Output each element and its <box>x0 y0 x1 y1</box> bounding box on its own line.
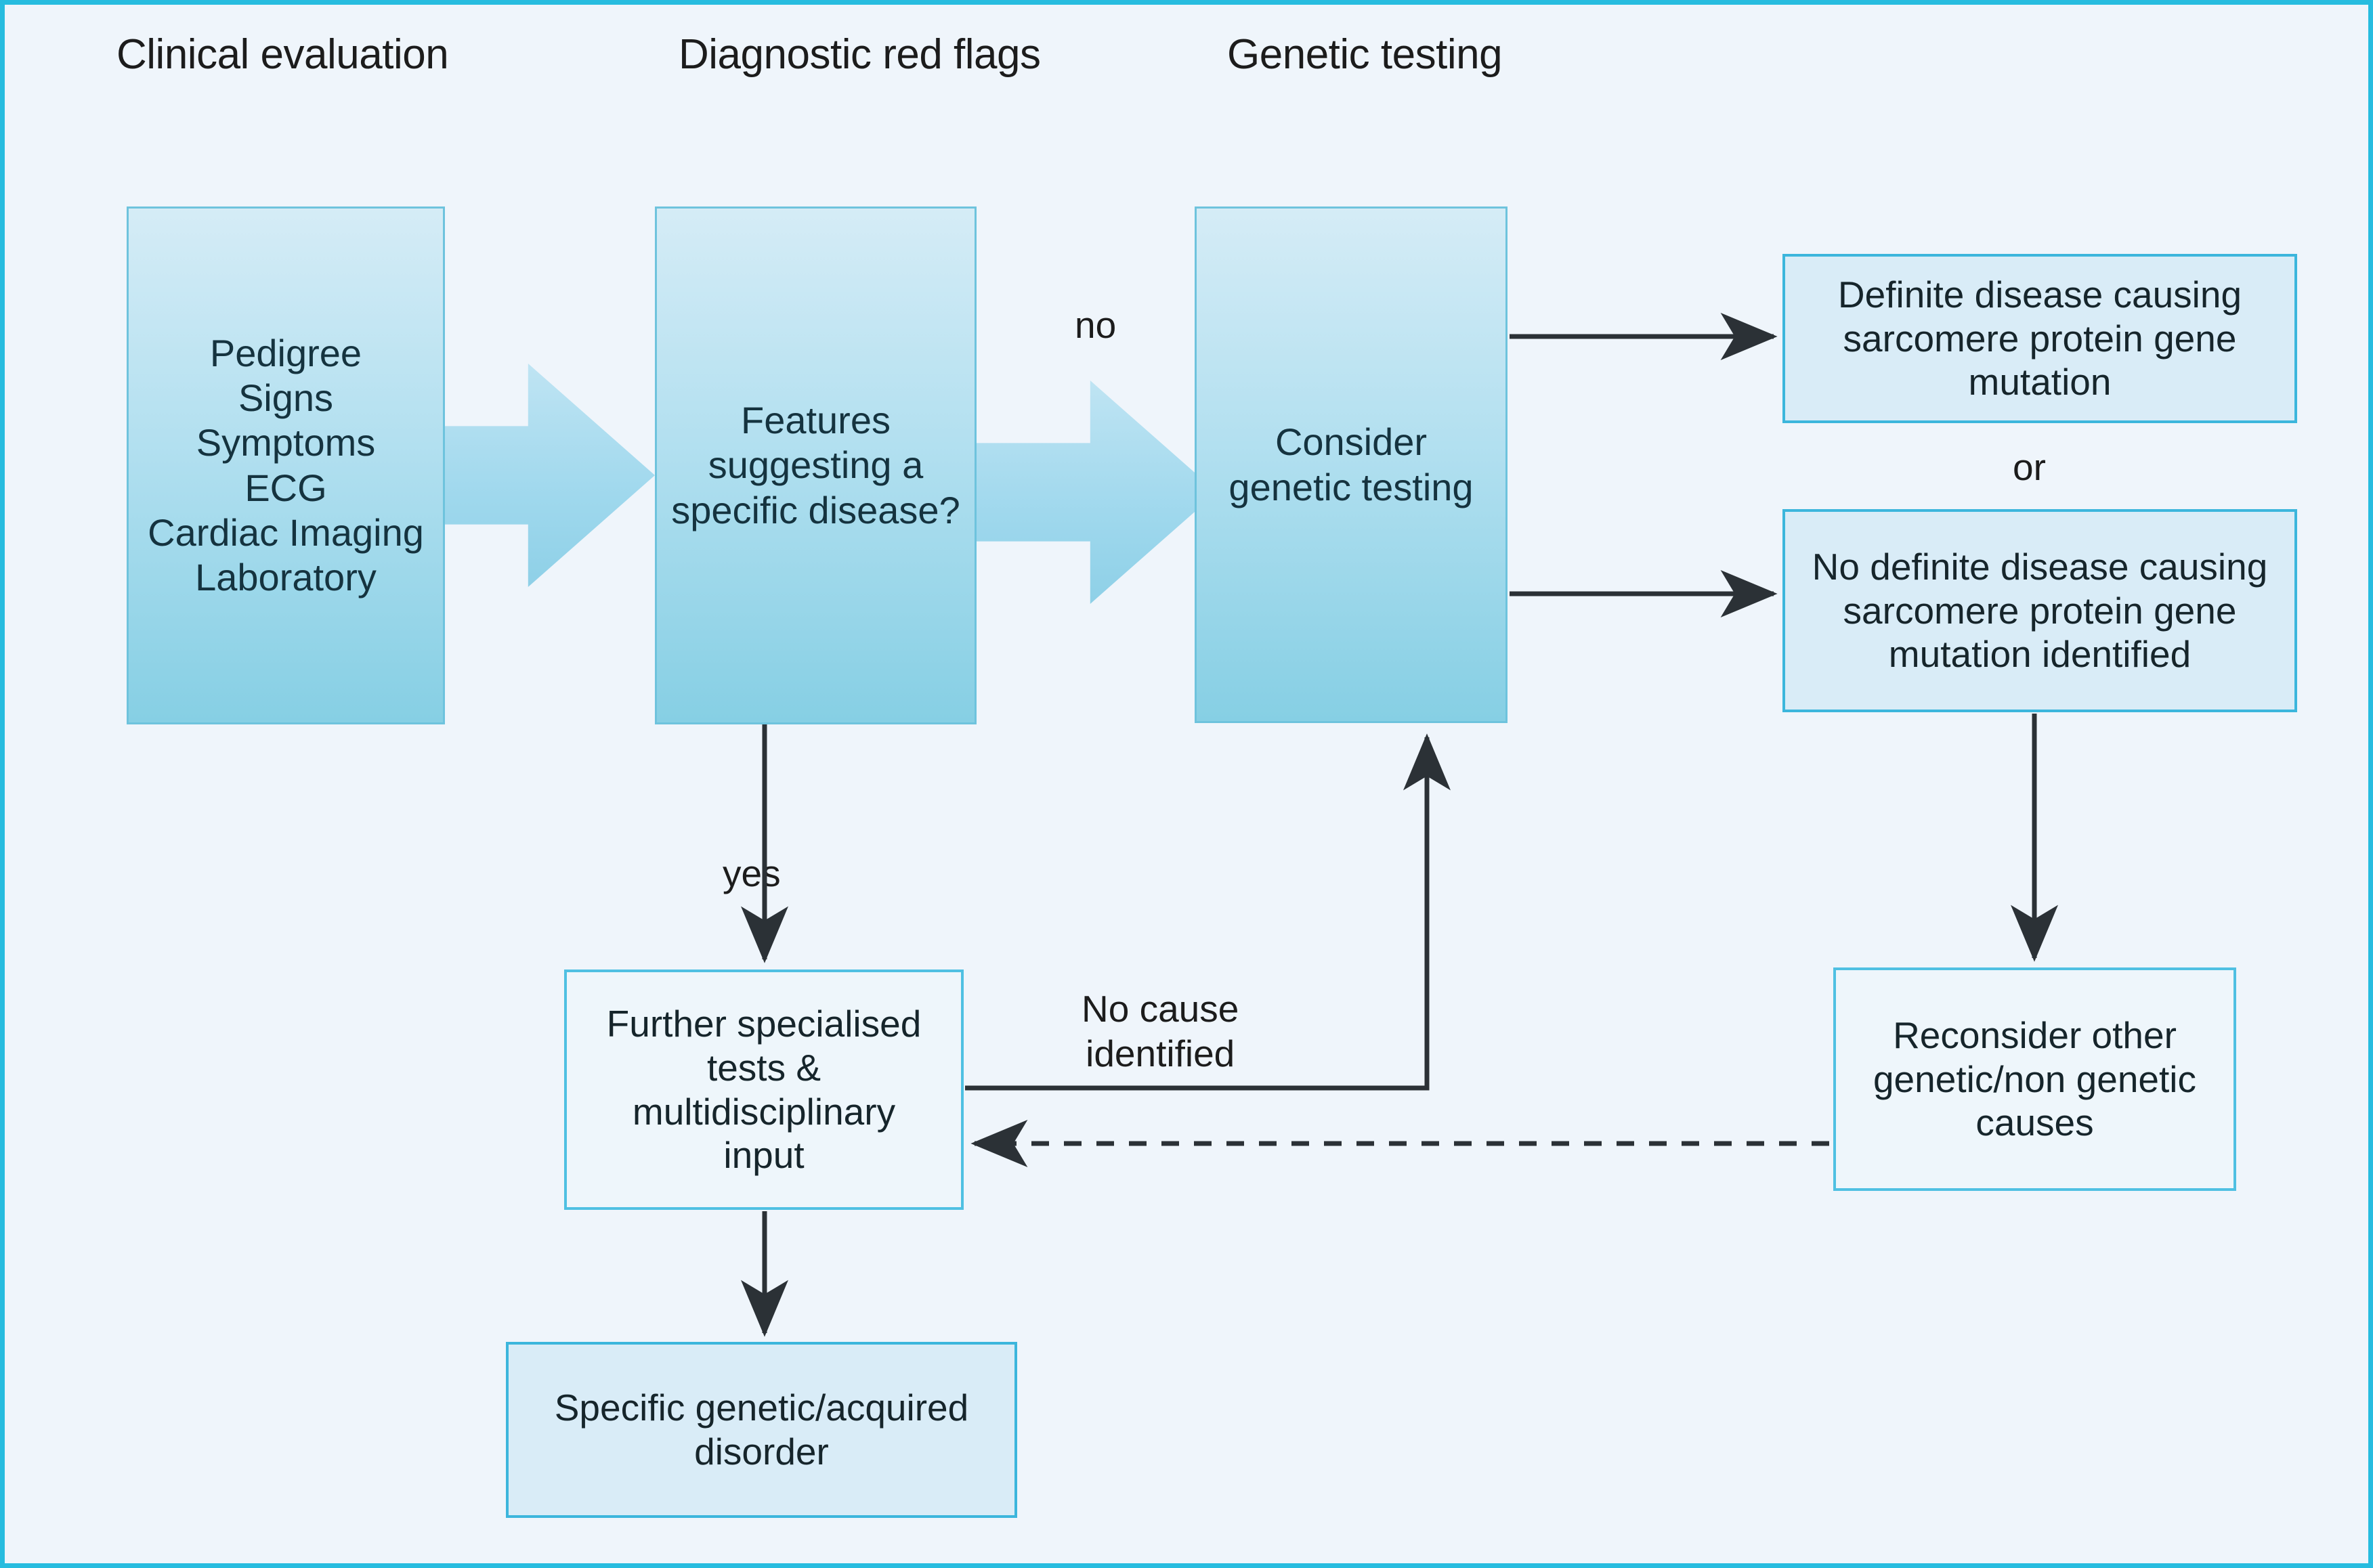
node-reconsider-causes-text: Reconsider other genetic/non genetic cau… <box>1873 1014 2197 1144</box>
edge-label-no: no <box>1075 304 1117 346</box>
node-consider-genetic-testing-text: Consider genetic testing <box>1228 420 1474 508</box>
node-specific-disorder[interactable]: Specific genetic/acquired disorder <box>506 1342 1017 1518</box>
node-no-definite-mutation-text: No definite disease causing sarcomere pr… <box>1812 545 2268 676</box>
node-red-flags[interactable]: Features suggesting a specific disease? <box>655 206 977 724</box>
edge-label-no-cause-identified: No cause identified <box>1082 988 1239 1074</box>
node-no-definite-mutation[interactable]: No definite disease causing sarcomere pr… <box>1782 509 2297 712</box>
node-consider-genetic-testing[interactable]: Consider genetic testing <box>1195 206 1508 723</box>
node-further-specialised-tests[interactable]: Further specialised tests & multidiscipl… <box>564 970 964 1210</box>
column-header-diagnostic-red-flags: Diagnostic red flags <box>679 31 1041 78</box>
edge-label-yes: yes <box>723 852 781 894</box>
chevron-arrow-redflags-to-testing <box>973 380 1217 604</box>
node-clinical-evaluation-text: Pedigree Signs Symptoms ECG Cardiac Imag… <box>148 332 424 598</box>
node-clinical-evaluation[interactable]: Pedigree Signs Symptoms ECG Cardiac Imag… <box>127 206 445 724</box>
node-specific-disorder-text: Specific genetic/acquired disorder <box>554 1387 969 1473</box>
column-header-genetic-testing: Genetic testing <box>1227 31 1503 78</box>
column-header-clinical-evaluation: Clinical evaluation <box>116 31 449 78</box>
node-further-specialised-tests-text: Further specialised tests & multidiscipl… <box>606 1002 922 1177</box>
edge-label-or: or <box>2013 446 2046 488</box>
node-definite-mutation[interactable]: Definite disease causing sarcomere prote… <box>1782 254 2297 423</box>
chevron-arrow-evaluation-to-redflags <box>411 364 655 587</box>
node-reconsider-causes[interactable]: Reconsider other genetic/non genetic cau… <box>1833 967 2236 1191</box>
node-red-flags-text: Features suggesting a specific disease? <box>671 399 960 531</box>
node-definite-mutation-text: Definite disease causing sarcomere prote… <box>1837 273 2242 404</box>
